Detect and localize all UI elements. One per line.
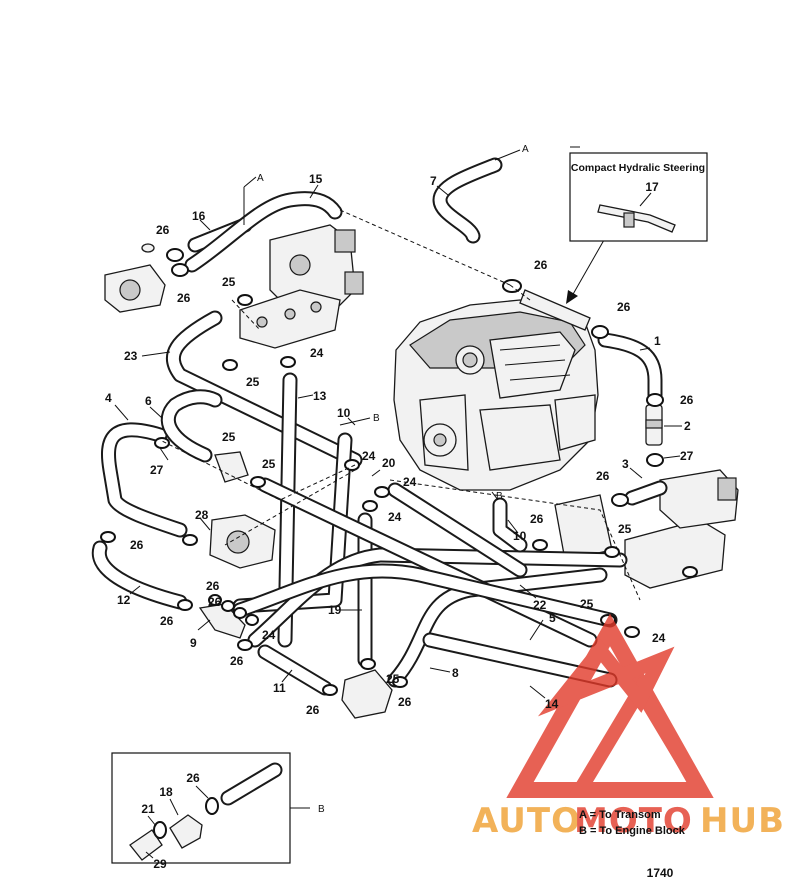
figure-number: 1740 bbox=[647, 866, 674, 880]
inset-callout-29: 29 bbox=[153, 857, 167, 871]
callout-labels: 1 2 3 4 5 6 7 8 9 10 10 11 12 13 14 15 1… bbox=[105, 144, 694, 717]
callout-27-b: 27 bbox=[680, 449, 694, 463]
label-a-right: A bbox=[522, 144, 529, 155]
callout-11: 11 bbox=[273, 681, 286, 695]
callout-26-i: 26 bbox=[160, 614, 174, 628]
callout-15: 15 bbox=[309, 172, 323, 186]
exhaust-manifold-left bbox=[239, 289, 341, 349]
inset-letter-b: B bbox=[318, 804, 325, 815]
callout-22: 22 bbox=[533, 598, 547, 612]
callout-26-e: 26 bbox=[680, 393, 694, 407]
callout-28: 28 bbox=[195, 508, 209, 522]
callout-26-d: 26 bbox=[617, 300, 631, 314]
callout-16: 16 bbox=[192, 209, 206, 223]
callout-26-a: 26 bbox=[156, 223, 170, 237]
callout-25-d: 25 bbox=[262, 457, 276, 471]
label-a-left: A bbox=[257, 173, 264, 184]
callout-2: 2 bbox=[684, 419, 691, 433]
crossover-pipe bbox=[519, 289, 591, 331]
legend-b: B = To Engine Block bbox=[579, 825, 686, 837]
callout-27-a: 27 bbox=[150, 463, 164, 477]
automotohub-watermark: AUTO MOTO HUB bbox=[472, 613, 785, 841]
engine-block bbox=[393, 299, 599, 491]
watermark-hub: HUB bbox=[700, 801, 785, 841]
hose-clamps bbox=[100, 248, 698, 696]
thermostat-housing-bottom bbox=[341, 669, 393, 719]
callout-19: 19 bbox=[328, 603, 342, 617]
callout-8: 8 bbox=[452, 666, 459, 680]
callout-26-l: 26 bbox=[306, 703, 320, 717]
callout-6: 6 bbox=[145, 394, 152, 408]
hose-fitting-2 bbox=[645, 404, 663, 446]
callout-26-g: 26 bbox=[530, 512, 544, 526]
callout-9: 9 bbox=[190, 636, 197, 650]
inset-compact-steering: Compact Hydralic Steering 17 bbox=[569, 152, 708, 242]
callout-24-a: 24 bbox=[310, 346, 324, 360]
leader-lines bbox=[114, 146, 682, 699]
callout-26-b: 26 bbox=[177, 291, 191, 305]
inset-callout-18: 18 bbox=[159, 785, 173, 799]
callout-25-a: 25 bbox=[222, 275, 236, 289]
dashed-connections bbox=[159, 209, 641, 601]
callout-26-c: 26 bbox=[534, 258, 548, 272]
callout-25-c: 25 bbox=[222, 430, 236, 444]
callout-24-c: 24 bbox=[403, 475, 417, 489]
y-fitting bbox=[214, 451, 249, 483]
inset-fitting-detail: 21 18 26 29 B bbox=[111, 752, 325, 871]
callout-4: 4 bbox=[105, 391, 112, 405]
callout-24-b: 24 bbox=[362, 449, 376, 463]
callout-3: 3 bbox=[622, 457, 629, 471]
exhaust-manifold-right bbox=[624, 469, 739, 589]
callout-24-f: 24 bbox=[652, 631, 666, 645]
legend-a: A = To Transom bbox=[579, 809, 661, 821]
callout-10-right: 10 bbox=[513, 529, 527, 543]
watermark-moto: MOTO bbox=[574, 801, 693, 841]
callout-14: 14 bbox=[545, 697, 559, 711]
callout-26-f: 26 bbox=[596, 469, 610, 483]
inset-steering-title: Compact Hydralic Steering bbox=[571, 162, 705, 174]
callout-26-k: 26 bbox=[230, 654, 244, 668]
callout-26-j: 26 bbox=[206, 579, 220, 593]
callout-26-n: 26 bbox=[208, 595, 222, 609]
callout-25-f: 25 bbox=[580, 597, 594, 611]
tee-fitting-9 bbox=[198, 603, 246, 639]
callout-25-b: 25 bbox=[246, 375, 260, 389]
label-b-top: B bbox=[373, 413, 380, 424]
steering-pointer-arrow bbox=[566, 239, 605, 304]
callout-17: 17 bbox=[645, 180, 659, 194]
water-circulating-pump bbox=[209, 514, 276, 569]
callout-5: 5 bbox=[549, 611, 556, 625]
inset-callout-26: 26 bbox=[186, 771, 200, 785]
callout-20: 20 bbox=[382, 456, 396, 470]
callout-26-m: 26 bbox=[398, 695, 412, 709]
callout-1: 1 bbox=[654, 334, 661, 348]
thermostat-housing bbox=[269, 224, 364, 311]
callout-12: 12 bbox=[117, 593, 131, 607]
callout-7: 7 bbox=[430, 174, 437, 188]
callout-26-h: 26 bbox=[130, 538, 144, 552]
seawater-pump bbox=[104, 243, 166, 313]
callout-25-g: 25 bbox=[386, 672, 400, 686]
callout-24-d: 24 bbox=[388, 510, 402, 524]
callout-24-e: 24 bbox=[262, 628, 276, 642]
callout-10-top: 10 bbox=[337, 406, 351, 420]
callout-23: 23 bbox=[124, 349, 138, 363]
hoses bbox=[91, 157, 668, 696]
inset-callout-21: 21 bbox=[141, 802, 155, 816]
callout-25-e: 25 bbox=[618, 522, 632, 536]
label-b-right: B bbox=[496, 491, 503, 502]
watermark-auto: AUTO bbox=[472, 801, 581, 841]
callout-13: 13 bbox=[313, 389, 327, 403]
